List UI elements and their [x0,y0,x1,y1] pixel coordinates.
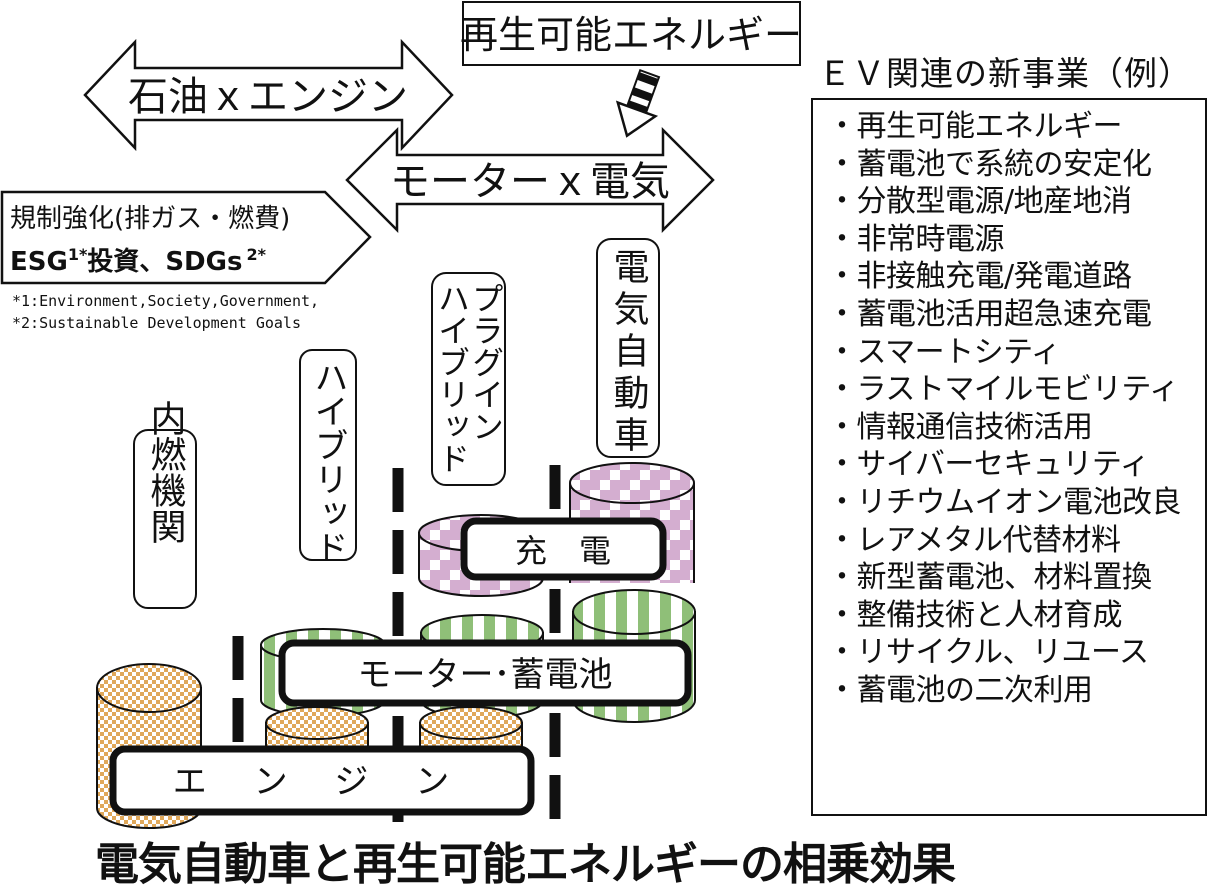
ice-label: 内燃機関 [145,400,187,544]
ev-business-list: ・再生可能エネルギー ・蓄電池で系統の安定化 ・分散型電源/地産地消 ・非常時電… [811,98,1207,816]
list-item: ・非常時電源 [827,221,1005,257]
list-item: ・サイバーセキュリティ [827,447,1150,483]
vehicle-type-hybrid: ハイブリッド [299,349,357,564]
renewable-input-arrow-icon [615,68,661,138]
list-item: ・蓄電池で系統の安定化 [827,146,1152,182]
list-item: ・再生可能エネルギー [827,109,1123,144]
regulation-line1: 規制強化(排ガス・燃費) [10,204,290,234]
motor-battery-bar: モーター･蓄電池 [278,639,692,707]
vehicle-type-ev: 電気自動車 [596,238,660,458]
motor-electric-label: モーターｘ電気 [390,159,670,205]
list-item: ・蓄電池活用超急速充電 [827,296,1152,332]
ev-label: 電気自動車 [608,248,649,458]
renewable-energy-label: 再生可能エネルギー [460,13,802,57]
diagram-title: 電気自動車と再生可能エネルギーの相乗効果 [95,839,956,890]
engine-bar: エ ン ジ ン [109,745,535,816]
list-item: ・分散型電源/地産地消 [827,184,1132,220]
list-item: ・非接触充電/発電道路 [827,259,1132,295]
list-item: ・ラストマイルモビリティ [827,372,1179,408]
oil-engine-arrow: 石油ｘエンジン [83,38,454,152]
oil-engine-label: 石油ｘエンジン [128,74,408,120]
list-item: ・スマートシティ [827,334,1061,370]
ev-business-title: ＥＶ関連の新事業（例） [818,54,1192,93]
footnote-2: *2:Sustainable Development Goals [12,314,301,332]
motor-battery-label: モーター･蓄電池 [358,655,613,695]
list-item: ・新型蓄電池、材料置換 [827,560,1152,596]
motor-electric-arrow: モーターｘ電気 [345,126,715,234]
list-item: ・リチウムイオン電池改良 [827,484,1182,520]
list-item: ・蓄電池の二次利用 [827,672,1093,708]
phev-label-line1: プラグイン [467,282,505,442]
list-item: ・レアメタル代替材料 [827,522,1121,558]
list-item: ・リサイクル、リユース [827,635,1149,671]
charging-bar: 充 電 [460,517,667,581]
renewable-energy-box: 再生可能エネルギー [460,1,802,66]
engine-label: エ ン ジ ン [173,762,467,802]
vehicle-type-plugin-hybrid: プラグイン ハイブリッド [431,272,506,486]
hybrid-label: ハイブリッド [308,360,348,564]
vehicle-type-ice: 内燃機関 [133,400,197,609]
list-item: ・情報通信技術活用 [827,409,1093,445]
list-item: ・整備技術と人材育成 [827,597,1123,633]
charging-label: 充 電 [515,532,611,570]
phev-label-line2: ハイブリッド [433,282,471,474]
footnote-1: *1:Environment,Society,Government, [12,292,319,310]
